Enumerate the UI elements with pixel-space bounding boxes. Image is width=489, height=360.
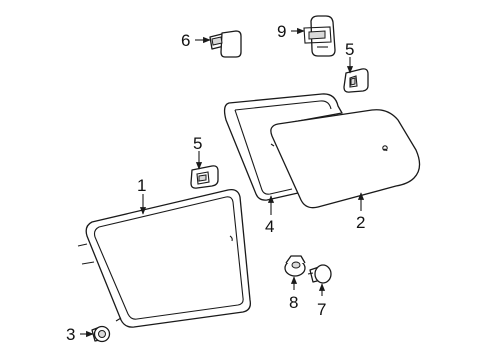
callout-8: 8 — [289, 293, 298, 312]
callout-4: 4 — [265, 217, 274, 236]
part-7-fastener — [307, 264, 332, 284]
part-8-grommet — [284, 255, 306, 277]
part-5-clip-upper — [343, 68, 369, 93]
callout-7: 7 — [317, 300, 326, 319]
callout-6: 6 — [181, 31, 190, 50]
callout-1: 1 — [137, 176, 146, 195]
leader-lines — [80, 27, 365, 338]
callouts: 1 2 3 4 5 5 6 7 8 9 — [66, 22, 365, 344]
callout-5-upper: 5 — [345, 40, 354, 59]
part-1-quarter-glass — [77, 189, 251, 328]
part-9-bracket — [303, 15, 336, 57]
callout-2: 2 — [356, 213, 365, 232]
callout-9: 9 — [277, 22, 286, 41]
part-2-rear-glass — [270, 109, 421, 209]
callout-5-center: 5 — [193, 134, 202, 153]
part-6-push-clip — [209, 30, 242, 58]
part-3-clip — [91, 325, 111, 343]
callout-3: 3 — [66, 325, 75, 344]
part-5-clip-center — [190, 165, 219, 189]
